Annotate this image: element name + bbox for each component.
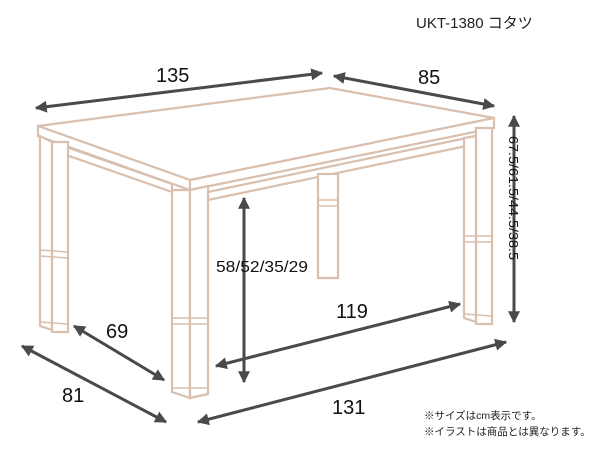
leg-span-depth-label: 69 bbox=[106, 321, 128, 343]
top-depth-label: 85 bbox=[418, 67, 440, 89]
footprint-depth-arrow bbox=[20, 344, 168, 424]
front-right-leg bbox=[170, 184, 210, 400]
back-right-leg bbox=[316, 172, 340, 280]
top-width-label: 135 bbox=[156, 65, 189, 87]
footprint-depth-label: 81 bbox=[62, 385, 84, 407]
back-far-right-leg bbox=[462, 126, 494, 326]
footprint-width-label: 131 bbox=[332, 397, 365, 419]
tabletop-right-edge bbox=[188, 116, 496, 192]
footprint-width-arrow bbox=[196, 338, 508, 426]
top-width-arrow bbox=[34, 68, 324, 113]
model-title: UKT-1380 コタツ bbox=[416, 15, 533, 32]
table-illustration bbox=[36, 86, 496, 400]
leg-height-label: 58/52/35/29 bbox=[216, 259, 308, 276]
unit-note: ※サイズはcm表示です。 bbox=[424, 409, 542, 422]
top-depth-arrow bbox=[332, 72, 496, 110]
total-height-label: 67.5/61.5/44.5/38.5 bbox=[506, 136, 521, 260]
leg-span-width-label: 119 bbox=[336, 301, 368, 323]
dimension-arrows bbox=[20, 68, 520, 426]
front-left-leg bbox=[38, 134, 70, 334]
illustration-note: ※イラストは商品とは異なります。 bbox=[424, 425, 591, 438]
